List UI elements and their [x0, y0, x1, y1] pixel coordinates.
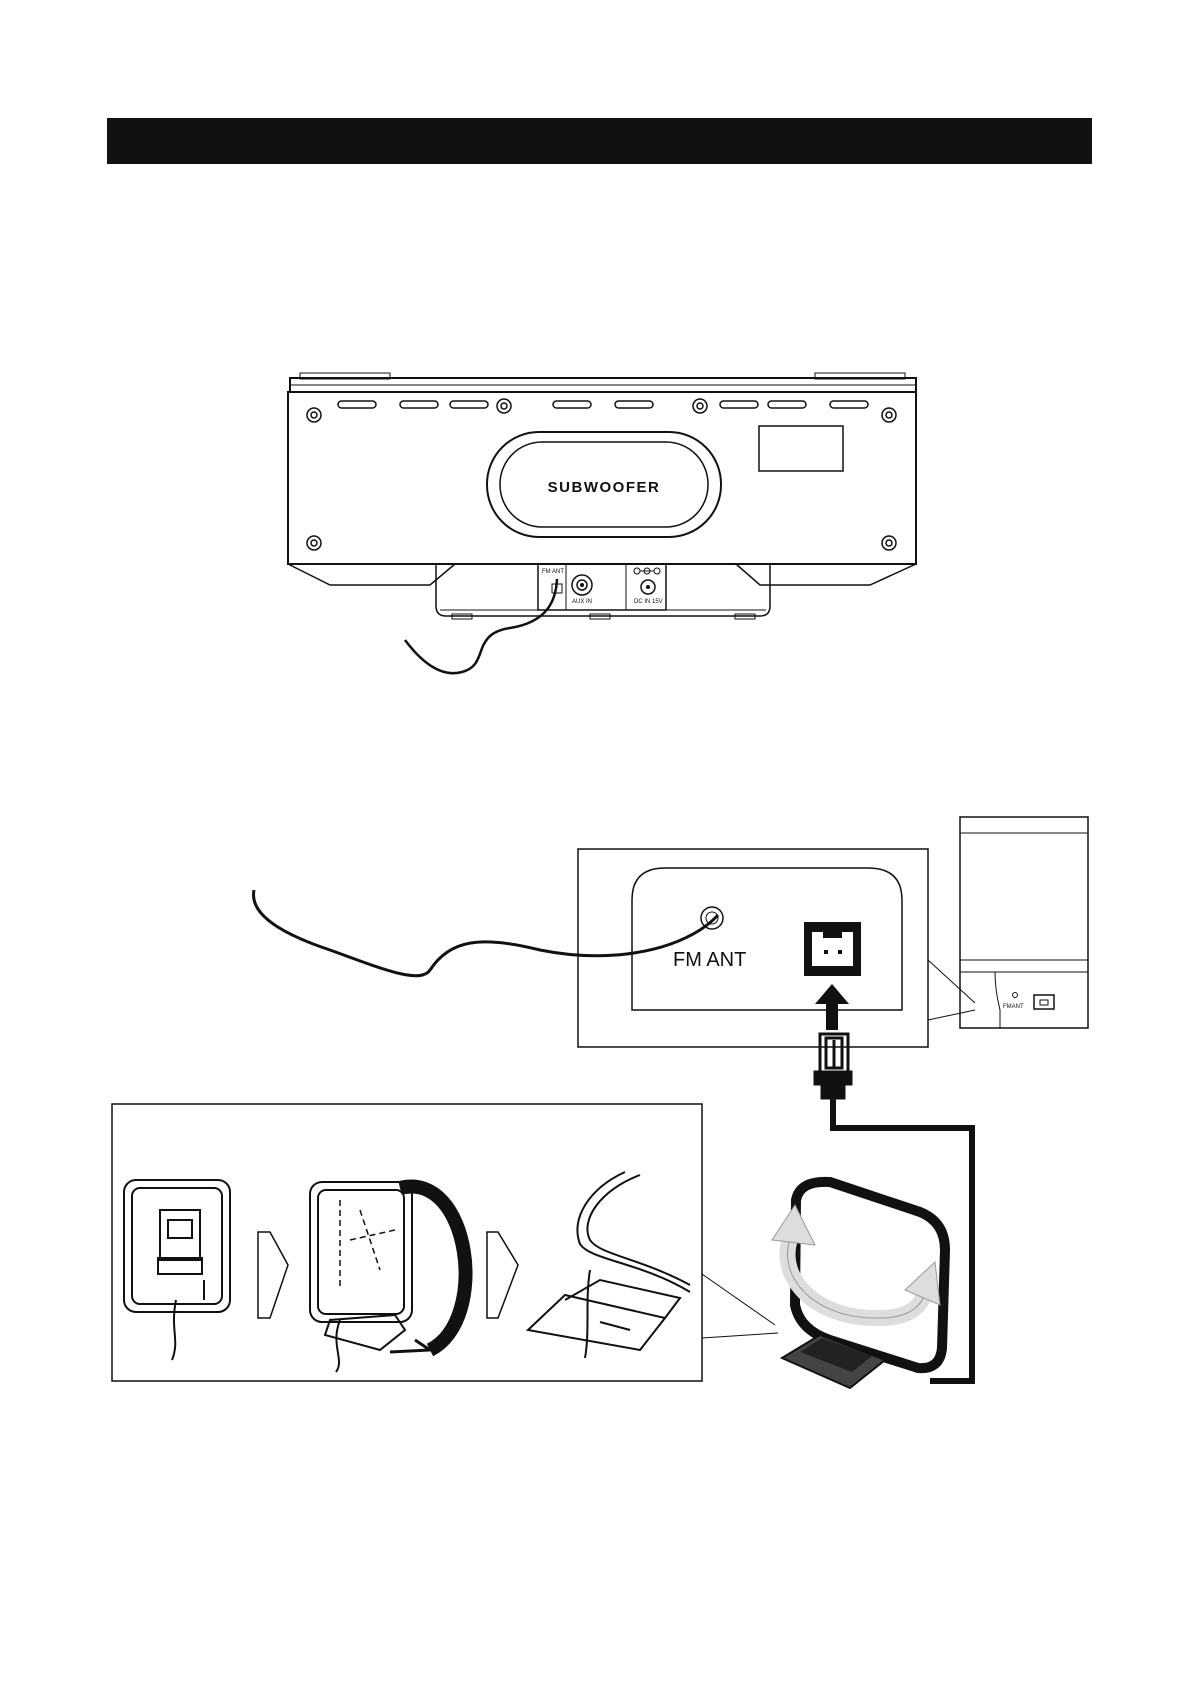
insert-arrow-icon — [815, 984, 849, 1030]
fm-ant-small-label: FMANT — [1003, 1004, 1024, 1010]
am-antenna-cable — [833, 1098, 972, 1381]
am-antenna-plug — [815, 1034, 851, 1098]
unit-side-view — [960, 817, 1088, 1028]
fm-ant-large-label: FM ANT — [673, 949, 746, 971]
zoom-box — [578, 849, 928, 1047]
step-2-unfolding-antenna — [310, 1182, 466, 1372]
fm-wire-antenna — [254, 890, 718, 976]
step-arrow-2-icon — [487, 1232, 518, 1318]
fm-ant-socket — [701, 907, 723, 929]
step-1-folded-antenna — [124, 1180, 230, 1360]
zoomed-panel — [632, 868, 902, 1010]
step-3-mounted-antenna — [528, 1172, 690, 1358]
step-arrow-1-icon — [258, 1232, 288, 1318]
